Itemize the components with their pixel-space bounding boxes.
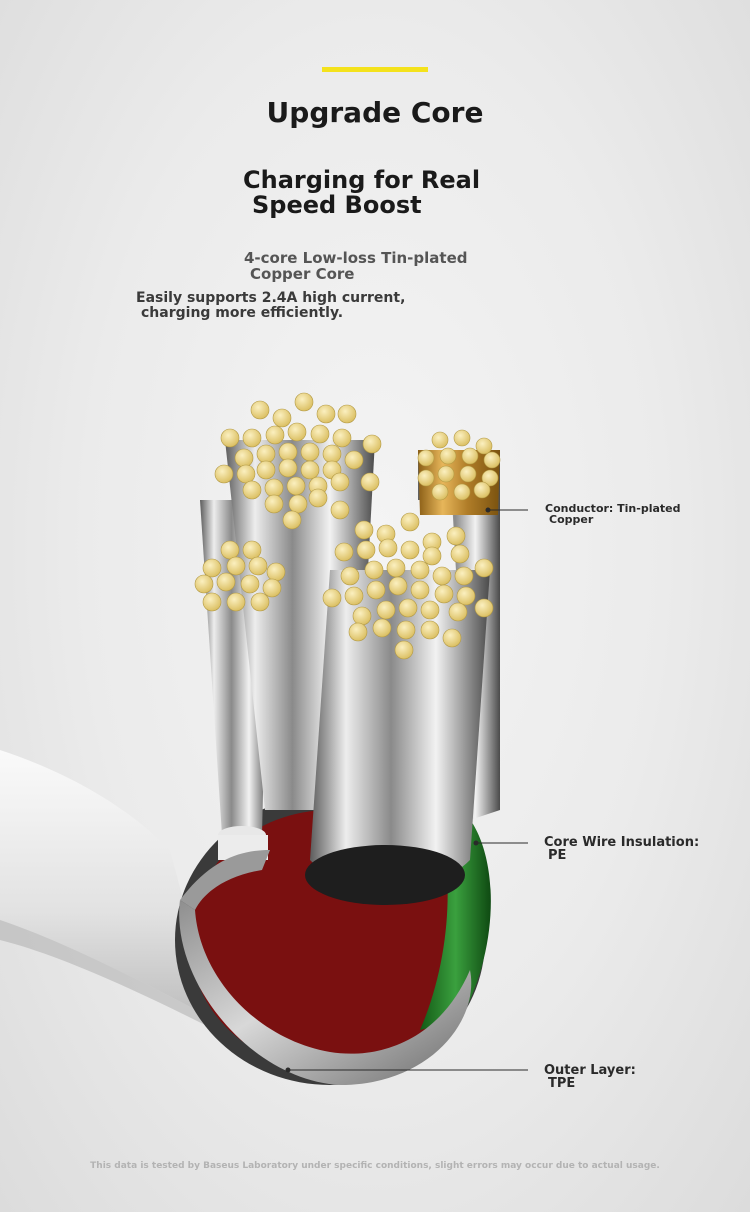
callout-insulation-line-2: PE (548, 848, 567, 863)
callout-outer-line-2: TPE (548, 1076, 576, 1091)
footnote-disclaimer: This data is tested by Baseus Laboratory… (90, 1161, 660, 1171)
accent-bar (322, 67, 428, 72)
callout-outer-line-1: Outer Layer: (544, 1063, 636, 1078)
description-line-2: charging more efficiently. (141, 305, 344, 321)
callout-insulation-line-1: Core Wire Insulation: (544, 835, 700, 850)
description-line-1: Easily supports 2.4A high current, (136, 290, 406, 306)
callout-outer-layer: Outer Layer: TPE (544, 1064, 636, 1090)
subtitle-line-1: Charging for Real (243, 166, 481, 194)
feature-line-2: Copper Core (250, 265, 355, 283)
callout-conductor-line-1: Conductor: Tin-plated (545, 502, 681, 515)
callout-conductor-line-2: Copper (549, 513, 594, 526)
callout-conductor: Conductor: Tin-plated Copper (545, 503, 681, 525)
feature-description: Easily supports 2.4A high current, charg… (136, 291, 405, 321)
page-title: Upgrade Core (266, 96, 484, 129)
subtitle-line-2: Speed Boost (252, 191, 422, 219)
callout-insulation: Core Wire Insulation: PE (544, 836, 699, 862)
feature-heading: 4-core Low-loss Tin-plated Copper Core (244, 250, 467, 282)
feature-line-1: 4-core Low-loss Tin-plated (244, 249, 468, 267)
cable-cross-section-illustration (0, 392, 528, 1085)
subtitle: Charging for Real Speed Boost (243, 168, 480, 218)
